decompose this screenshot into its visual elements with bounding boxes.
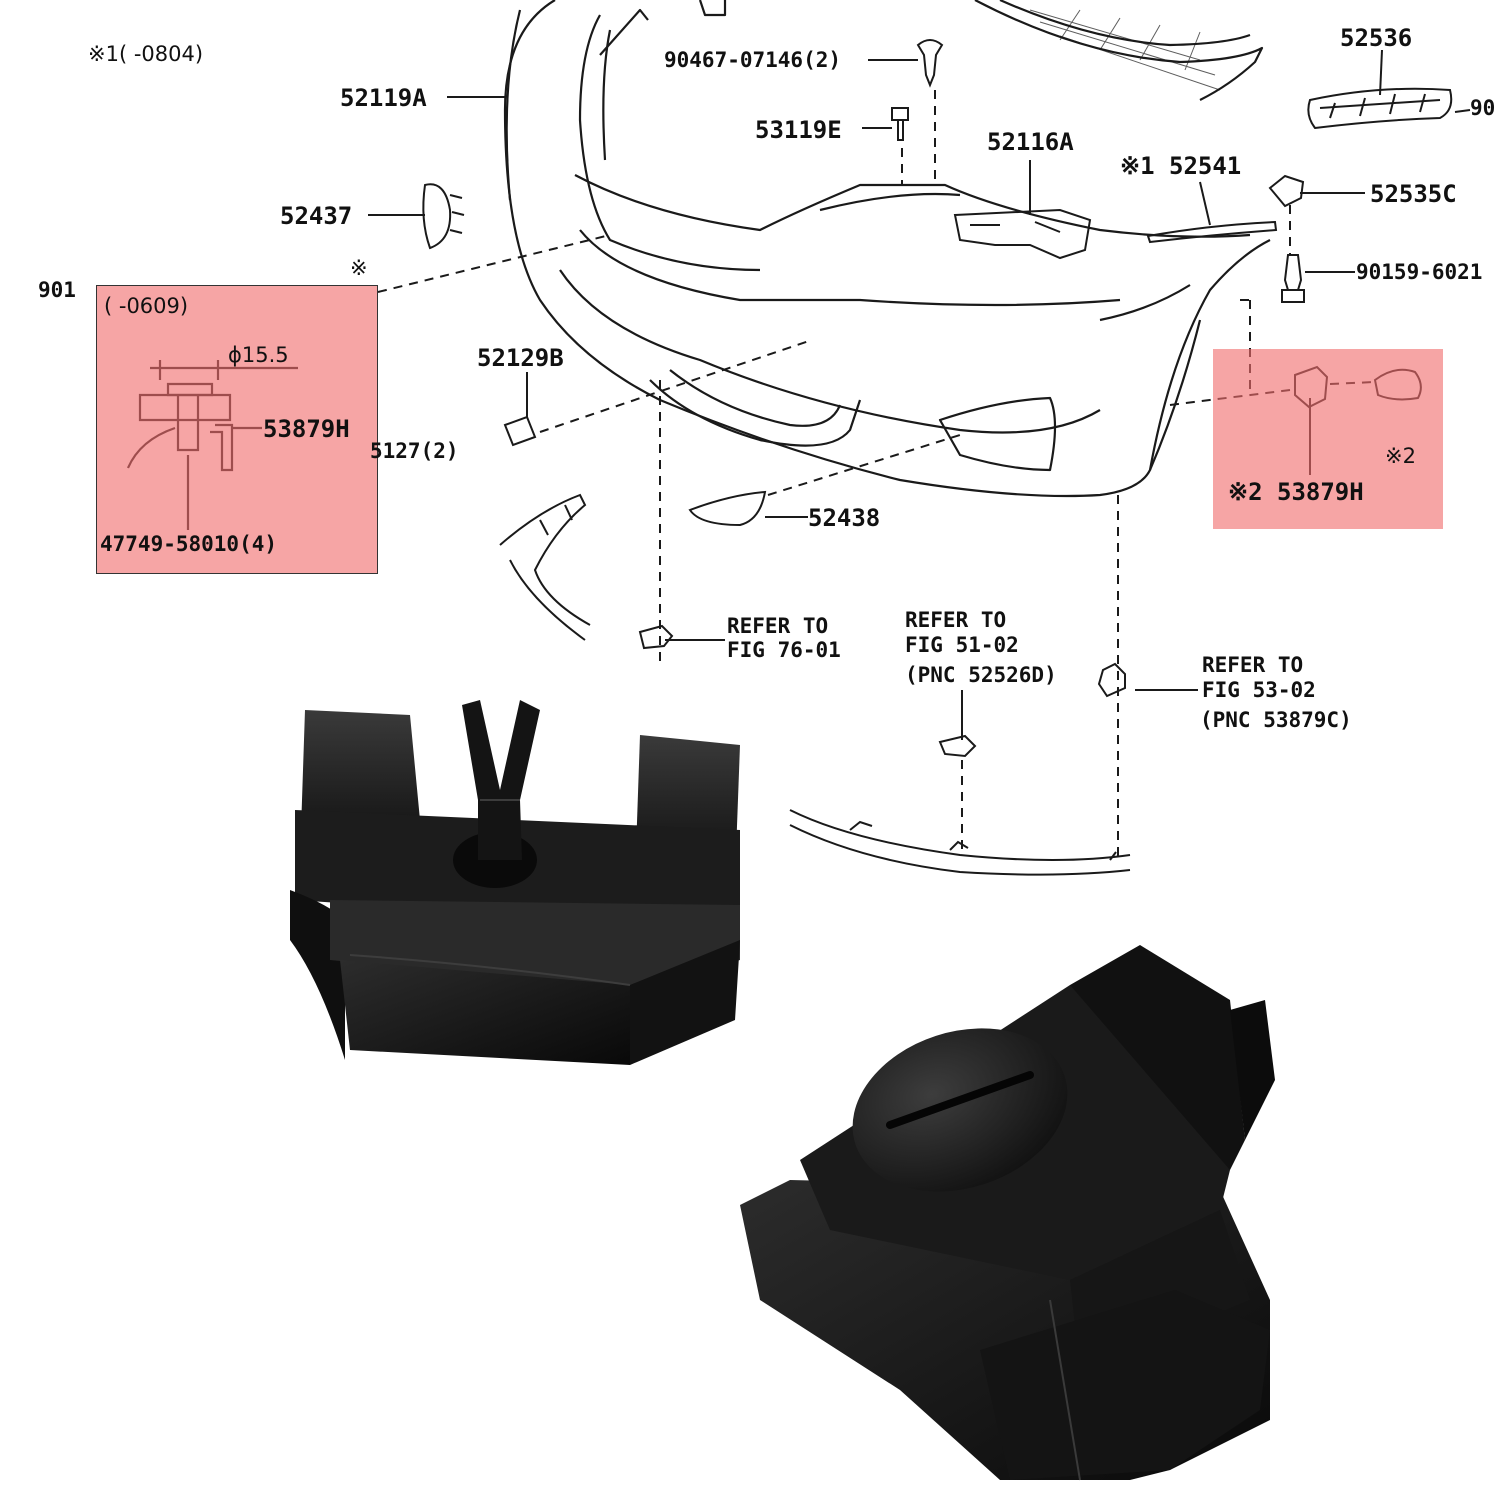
part-52535C: 52535C [1370, 180, 1457, 208]
part-901-cut: 901 [38, 278, 76, 302]
clip-photo-front [290, 700, 740, 1065]
part-47749-58010: 47749-58010(4) [100, 532, 278, 556]
part-52437: 52437 [280, 202, 353, 230]
grille-mesh-lines [1029, 9, 1221, 91]
lower-valance-drawing [789, 809, 1131, 876]
inset-range-note: ( -0609) [104, 294, 189, 318]
part-52536: 52536 [1340, 24, 1413, 52]
part-53119E: 53119E [755, 116, 842, 144]
part-52129B: 52129B [477, 344, 564, 372]
right-detail-highlight [1213, 349, 1443, 529]
diameter-label: ϕ15.5 [228, 343, 289, 367]
part-52119A: 52119A [340, 84, 427, 112]
part-90467-07146: 90467-07146(2) [664, 48, 842, 72]
refer-fig-53-02-line2: FIG 53-02 [1202, 678, 1316, 702]
part-5127-cut: 5127(2) [370, 439, 459, 463]
refer-fig-51-02-line3: (PNC 52526D) [905, 663, 1057, 687]
refer-fig-76-01-line1: REFER TO [727, 614, 829, 638]
side-bracket-drawing [499, 493, 591, 641]
star-mark: ※ [350, 256, 368, 280]
refer-fig-51-02-line2: FIG 51-02 [905, 633, 1019, 657]
part-53879H-right: ※2 53879H [1228, 478, 1364, 506]
inset-detail-highlight [96, 285, 378, 574]
clip-photo-back [740, 945, 1275, 1481]
refer-fig-76-01-line2: FIG 76-01 [727, 638, 841, 662]
note-2-mark: ※2 [1385, 444, 1416, 468]
part-52116A: 52116A [987, 128, 1074, 156]
refer-fig-53-02-line1: REFER TO [1202, 653, 1304, 677]
part-52438: 52438 [808, 504, 881, 532]
part-53879H-inset: 53879H [263, 415, 350, 443]
note-1: ※1( -0804) [88, 42, 204, 66]
refer-fig-51-02-line1: REFER TO [905, 608, 1007, 632]
part-90159-6021: 90159-6021 [1356, 260, 1483, 284]
part-90-cut: 90 [1470, 96, 1496, 120]
bumper-cover-drawing [503, 0, 1271, 498]
refer-fig-53-02-line3: (PNC 53879C) [1200, 708, 1352, 732]
part-52541: ※1 52541 [1120, 152, 1242, 180]
